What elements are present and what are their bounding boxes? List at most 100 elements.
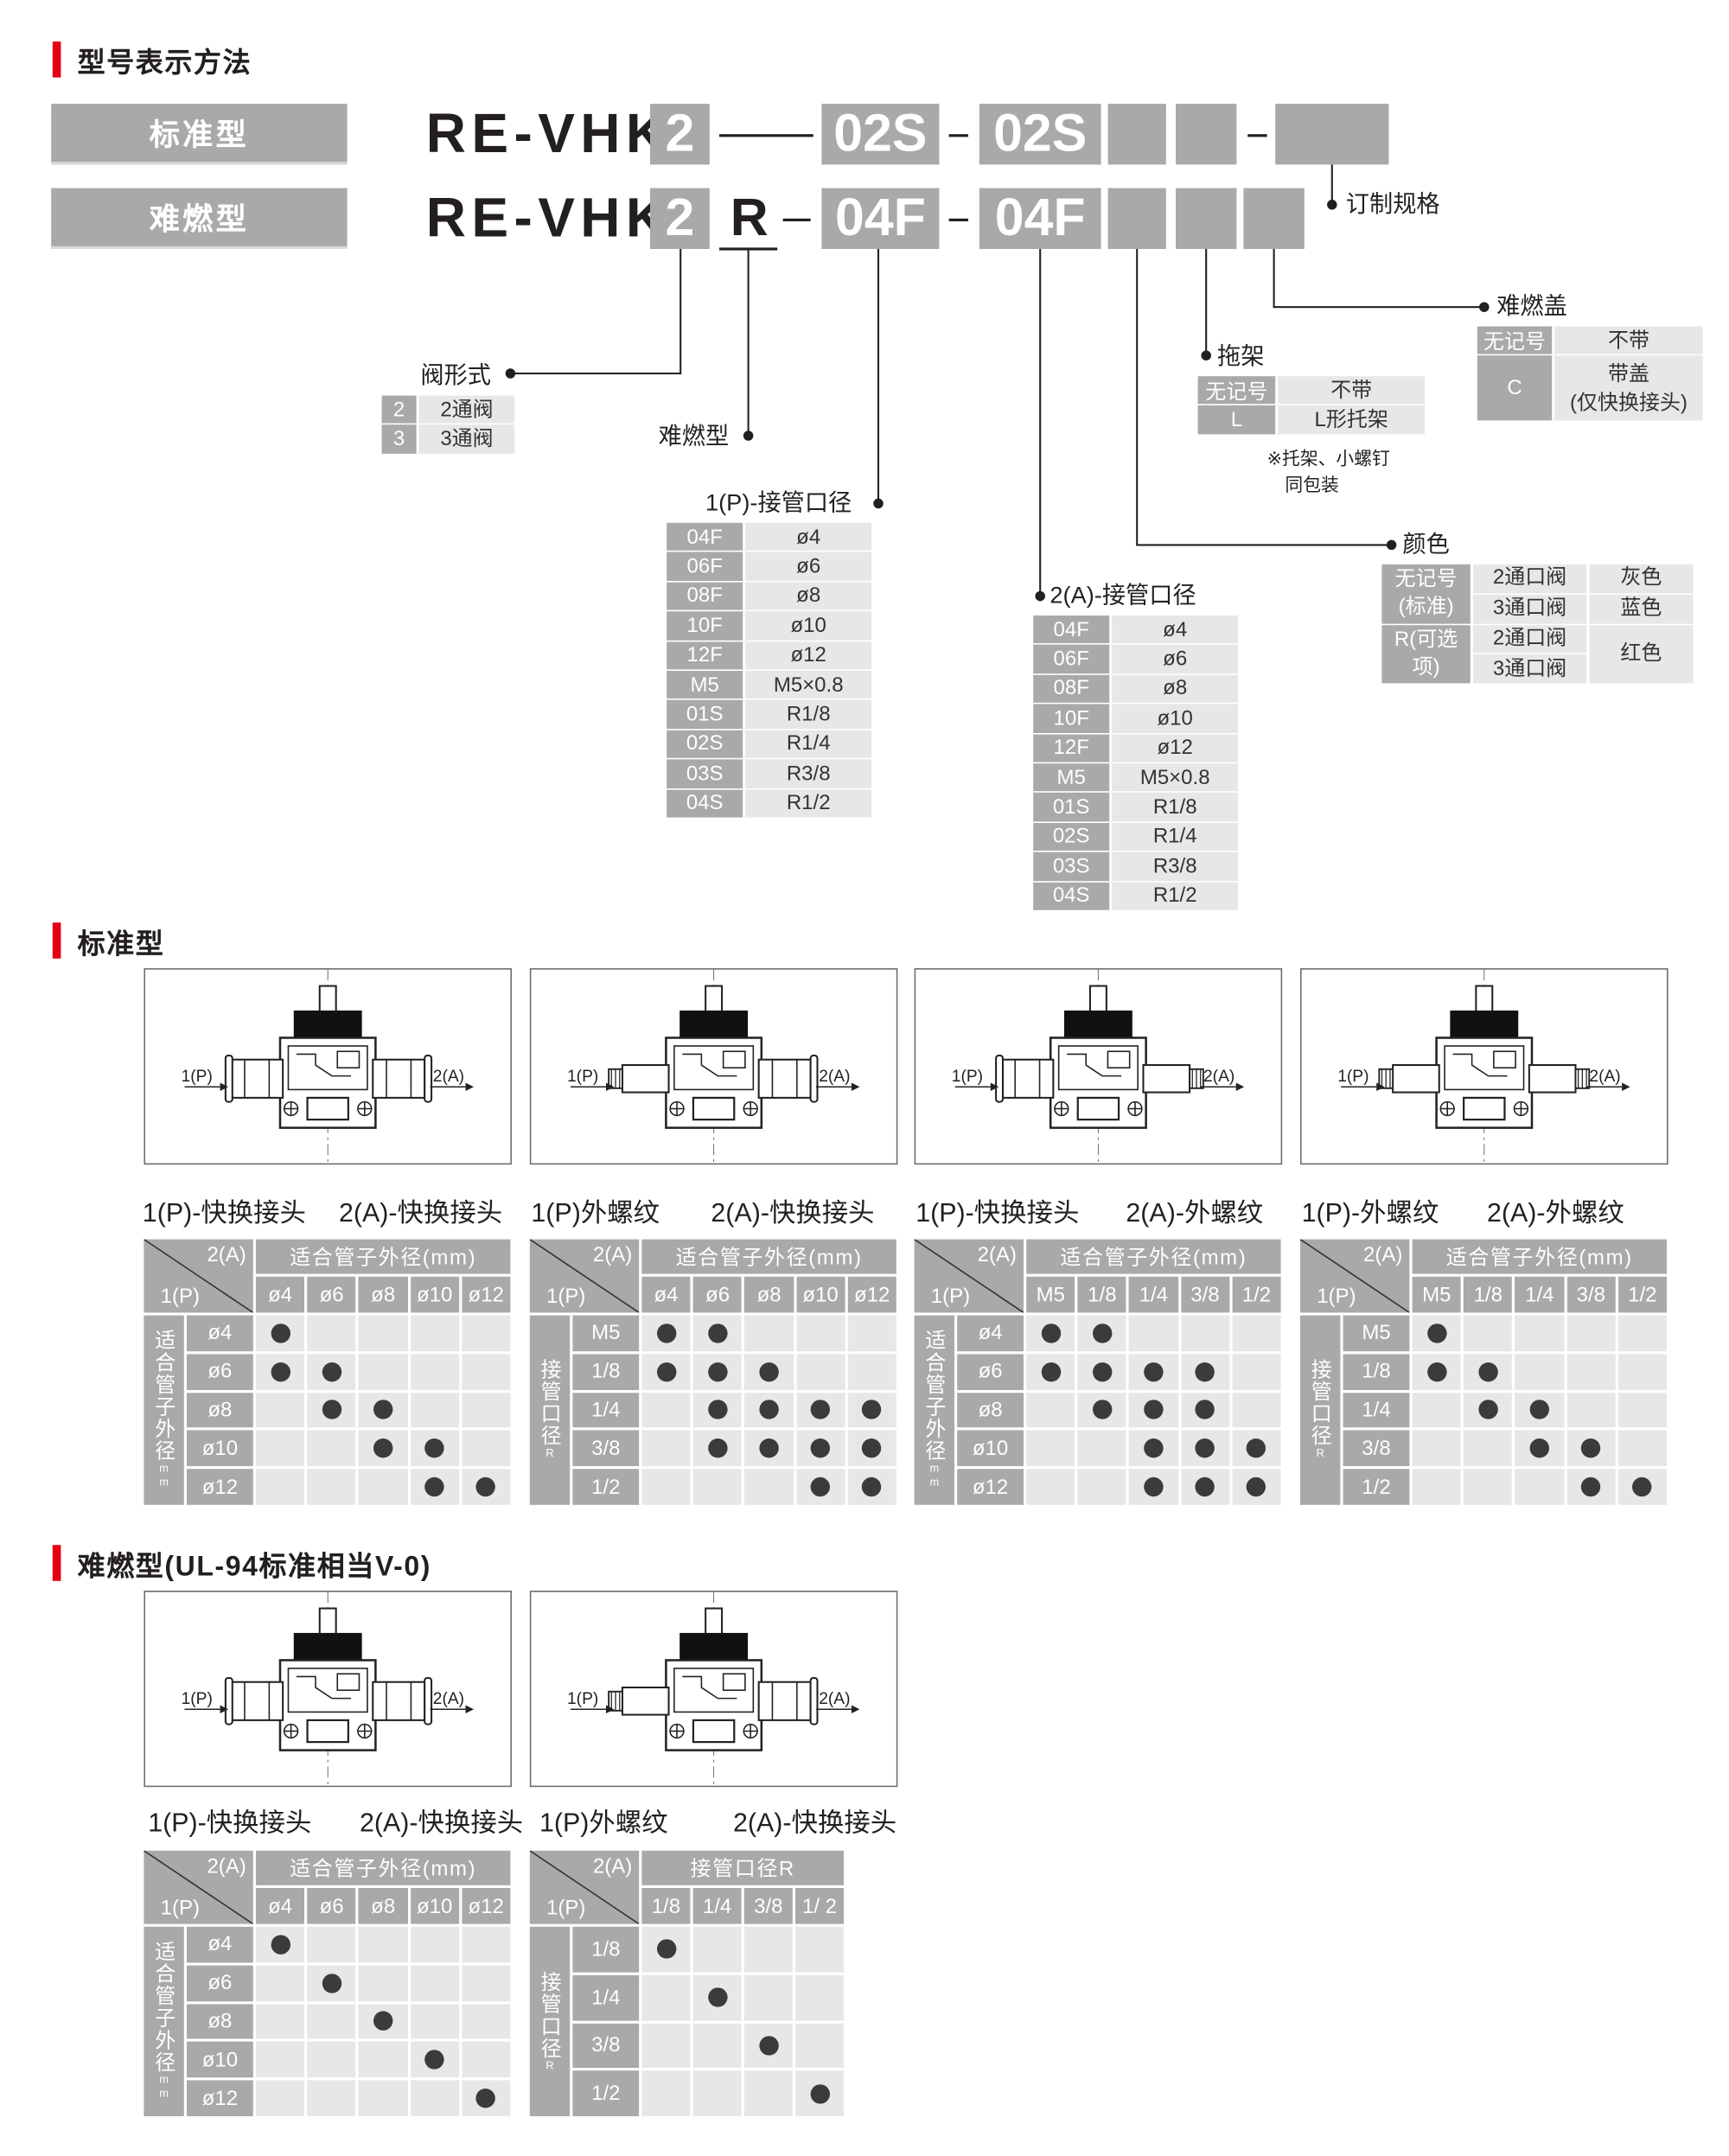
value-cell: ø4 bbox=[1112, 616, 1238, 644]
compat-cell bbox=[692, 1392, 743, 1428]
compat-cell bbox=[1180, 1354, 1230, 1390]
port-label-p: 1(P) bbox=[1337, 1066, 1369, 1086]
compatible-dot bbox=[1041, 1324, 1061, 1343]
valve-diagram: 1(P)2(A) bbox=[914, 968, 1283, 1165]
row-header: ø4 bbox=[957, 1315, 1024, 1351]
compat-cell bbox=[1180, 1469, 1230, 1505]
compat-cell bbox=[847, 1431, 896, 1467]
header-outlet-label: 2(A) bbox=[1363, 1243, 1403, 1267]
compat-cell bbox=[692, 1431, 743, 1467]
row-header: ø8 bbox=[957, 1392, 1024, 1428]
compat-cell bbox=[410, 2042, 459, 2078]
value-cell: R1/4 bbox=[745, 730, 871, 758]
value-cell: ø8 bbox=[745, 582, 871, 610]
compatible-dot bbox=[862, 1438, 882, 1458]
column-header: ø8 bbox=[744, 1276, 794, 1313]
row-group-title: 接管口径 bbox=[538, 1358, 562, 1448]
column-header: ø8 bbox=[359, 1276, 408, 1313]
bracket-note: ※托架、小螺钉 bbox=[1266, 448, 1390, 469]
compat-cell bbox=[1617, 1354, 1667, 1390]
compat-cell bbox=[1515, 1431, 1564, 1467]
code-cell: 02S bbox=[667, 730, 746, 758]
header-outlet-label: 2(A) bbox=[207, 1243, 246, 1267]
compat-cell bbox=[307, 2042, 356, 2078]
value-cell: ø8 bbox=[1112, 674, 1238, 704]
section-title-model-notation: 型号表示方法 bbox=[52, 41, 252, 79]
separator-dash bbox=[1247, 134, 1267, 137]
row-header: ø10 bbox=[187, 1431, 253, 1467]
row-header: ø12 bbox=[187, 1469, 253, 1505]
compat-cell bbox=[1515, 1469, 1564, 1505]
header-outlet-label: 2(A) bbox=[977, 1243, 1017, 1267]
compatible-dot bbox=[759, 1438, 779, 1458]
compatible-dot bbox=[322, 1362, 341, 1381]
color-value: 蓝色 bbox=[1589, 594, 1694, 623]
compatible-dot bbox=[373, 1438, 393, 1458]
caption-port2: 2(A)-快换接头 bbox=[360, 1808, 524, 1839]
row-header: ø4 bbox=[187, 1926, 253, 1963]
color-value: 红色 bbox=[1589, 624, 1694, 684]
accent-bar bbox=[52, 41, 61, 78]
row-group-title: 接管口径 bbox=[1308, 1358, 1332, 1448]
value-cell: R1/8 bbox=[745, 700, 871, 729]
row-group-unit: R bbox=[543, 1447, 557, 1462]
compat-cell bbox=[462, 1354, 511, 1390]
compat-cell bbox=[1026, 1315, 1075, 1351]
row-header: 1/2 bbox=[1343, 1469, 1410, 1505]
compat-cell bbox=[410, 2003, 459, 2040]
compat-cell bbox=[410, 2080, 459, 2116]
standard-type-label: 标准型 bbox=[51, 104, 348, 165]
standard-bracket-box bbox=[1176, 104, 1237, 165]
row-header: ø8 bbox=[187, 2003, 253, 2040]
compat-cell bbox=[1566, 1354, 1616, 1390]
compatible-dot bbox=[1426, 1362, 1446, 1381]
compat-cell bbox=[641, 2023, 691, 2069]
compat-cell bbox=[307, 1926, 356, 1963]
compat-cell bbox=[1412, 1392, 1461, 1428]
color-valve: 2通口阀 bbox=[1473, 564, 1587, 593]
color-valve: 3通口阀 bbox=[1473, 594, 1587, 623]
column-group-title: 接管口径R bbox=[641, 1850, 844, 1885]
column-group-title: 适合管子外径(mm) bbox=[256, 1850, 511, 1885]
compatible-dot bbox=[759, 1400, 779, 1420]
flame-code: R bbox=[730, 189, 769, 248]
row-group-title: 适合管子外径 bbox=[152, 1941, 176, 2075]
row-group-unit: mm bbox=[157, 2074, 170, 2102]
row-header: ø4 bbox=[187, 1315, 253, 1351]
standard-custom-box bbox=[1275, 104, 1389, 165]
code-cell: 06F bbox=[667, 552, 746, 581]
compat-cell bbox=[410, 1965, 459, 2001]
code-cell: 04F bbox=[1033, 616, 1113, 644]
row-group-unit: R bbox=[1314, 1447, 1327, 1462]
compat-cell bbox=[359, 2080, 408, 2116]
section-title-text: 型号表示方法 bbox=[77, 48, 252, 79]
separator-dash bbox=[948, 218, 968, 221]
flame-type-label: 难燃型 bbox=[51, 188, 348, 249]
compatible-dot bbox=[1144, 1438, 1164, 1458]
code-cell: 04S bbox=[667, 788, 746, 818]
row-header: 3/8 bbox=[572, 1431, 640, 1467]
compat-cell bbox=[1026, 1392, 1075, 1428]
code-cell: 10F bbox=[1033, 704, 1113, 733]
flame-port1-code: 04F bbox=[821, 188, 940, 249]
row-header: 1/2 bbox=[572, 1469, 640, 1505]
compat-cell bbox=[744, 1431, 794, 1467]
compat-cell bbox=[307, 1431, 356, 1467]
compat-cell bbox=[256, 1431, 305, 1467]
column-header: ø10 bbox=[410, 1888, 459, 1924]
row-group-unit: mm bbox=[928, 1462, 941, 1490]
code-cell: M5 bbox=[667, 670, 746, 699]
compat-cell bbox=[641, 1469, 691, 1505]
compat-cell bbox=[1180, 1392, 1230, 1428]
row-group-title: 接管口径 bbox=[538, 1970, 562, 2059]
